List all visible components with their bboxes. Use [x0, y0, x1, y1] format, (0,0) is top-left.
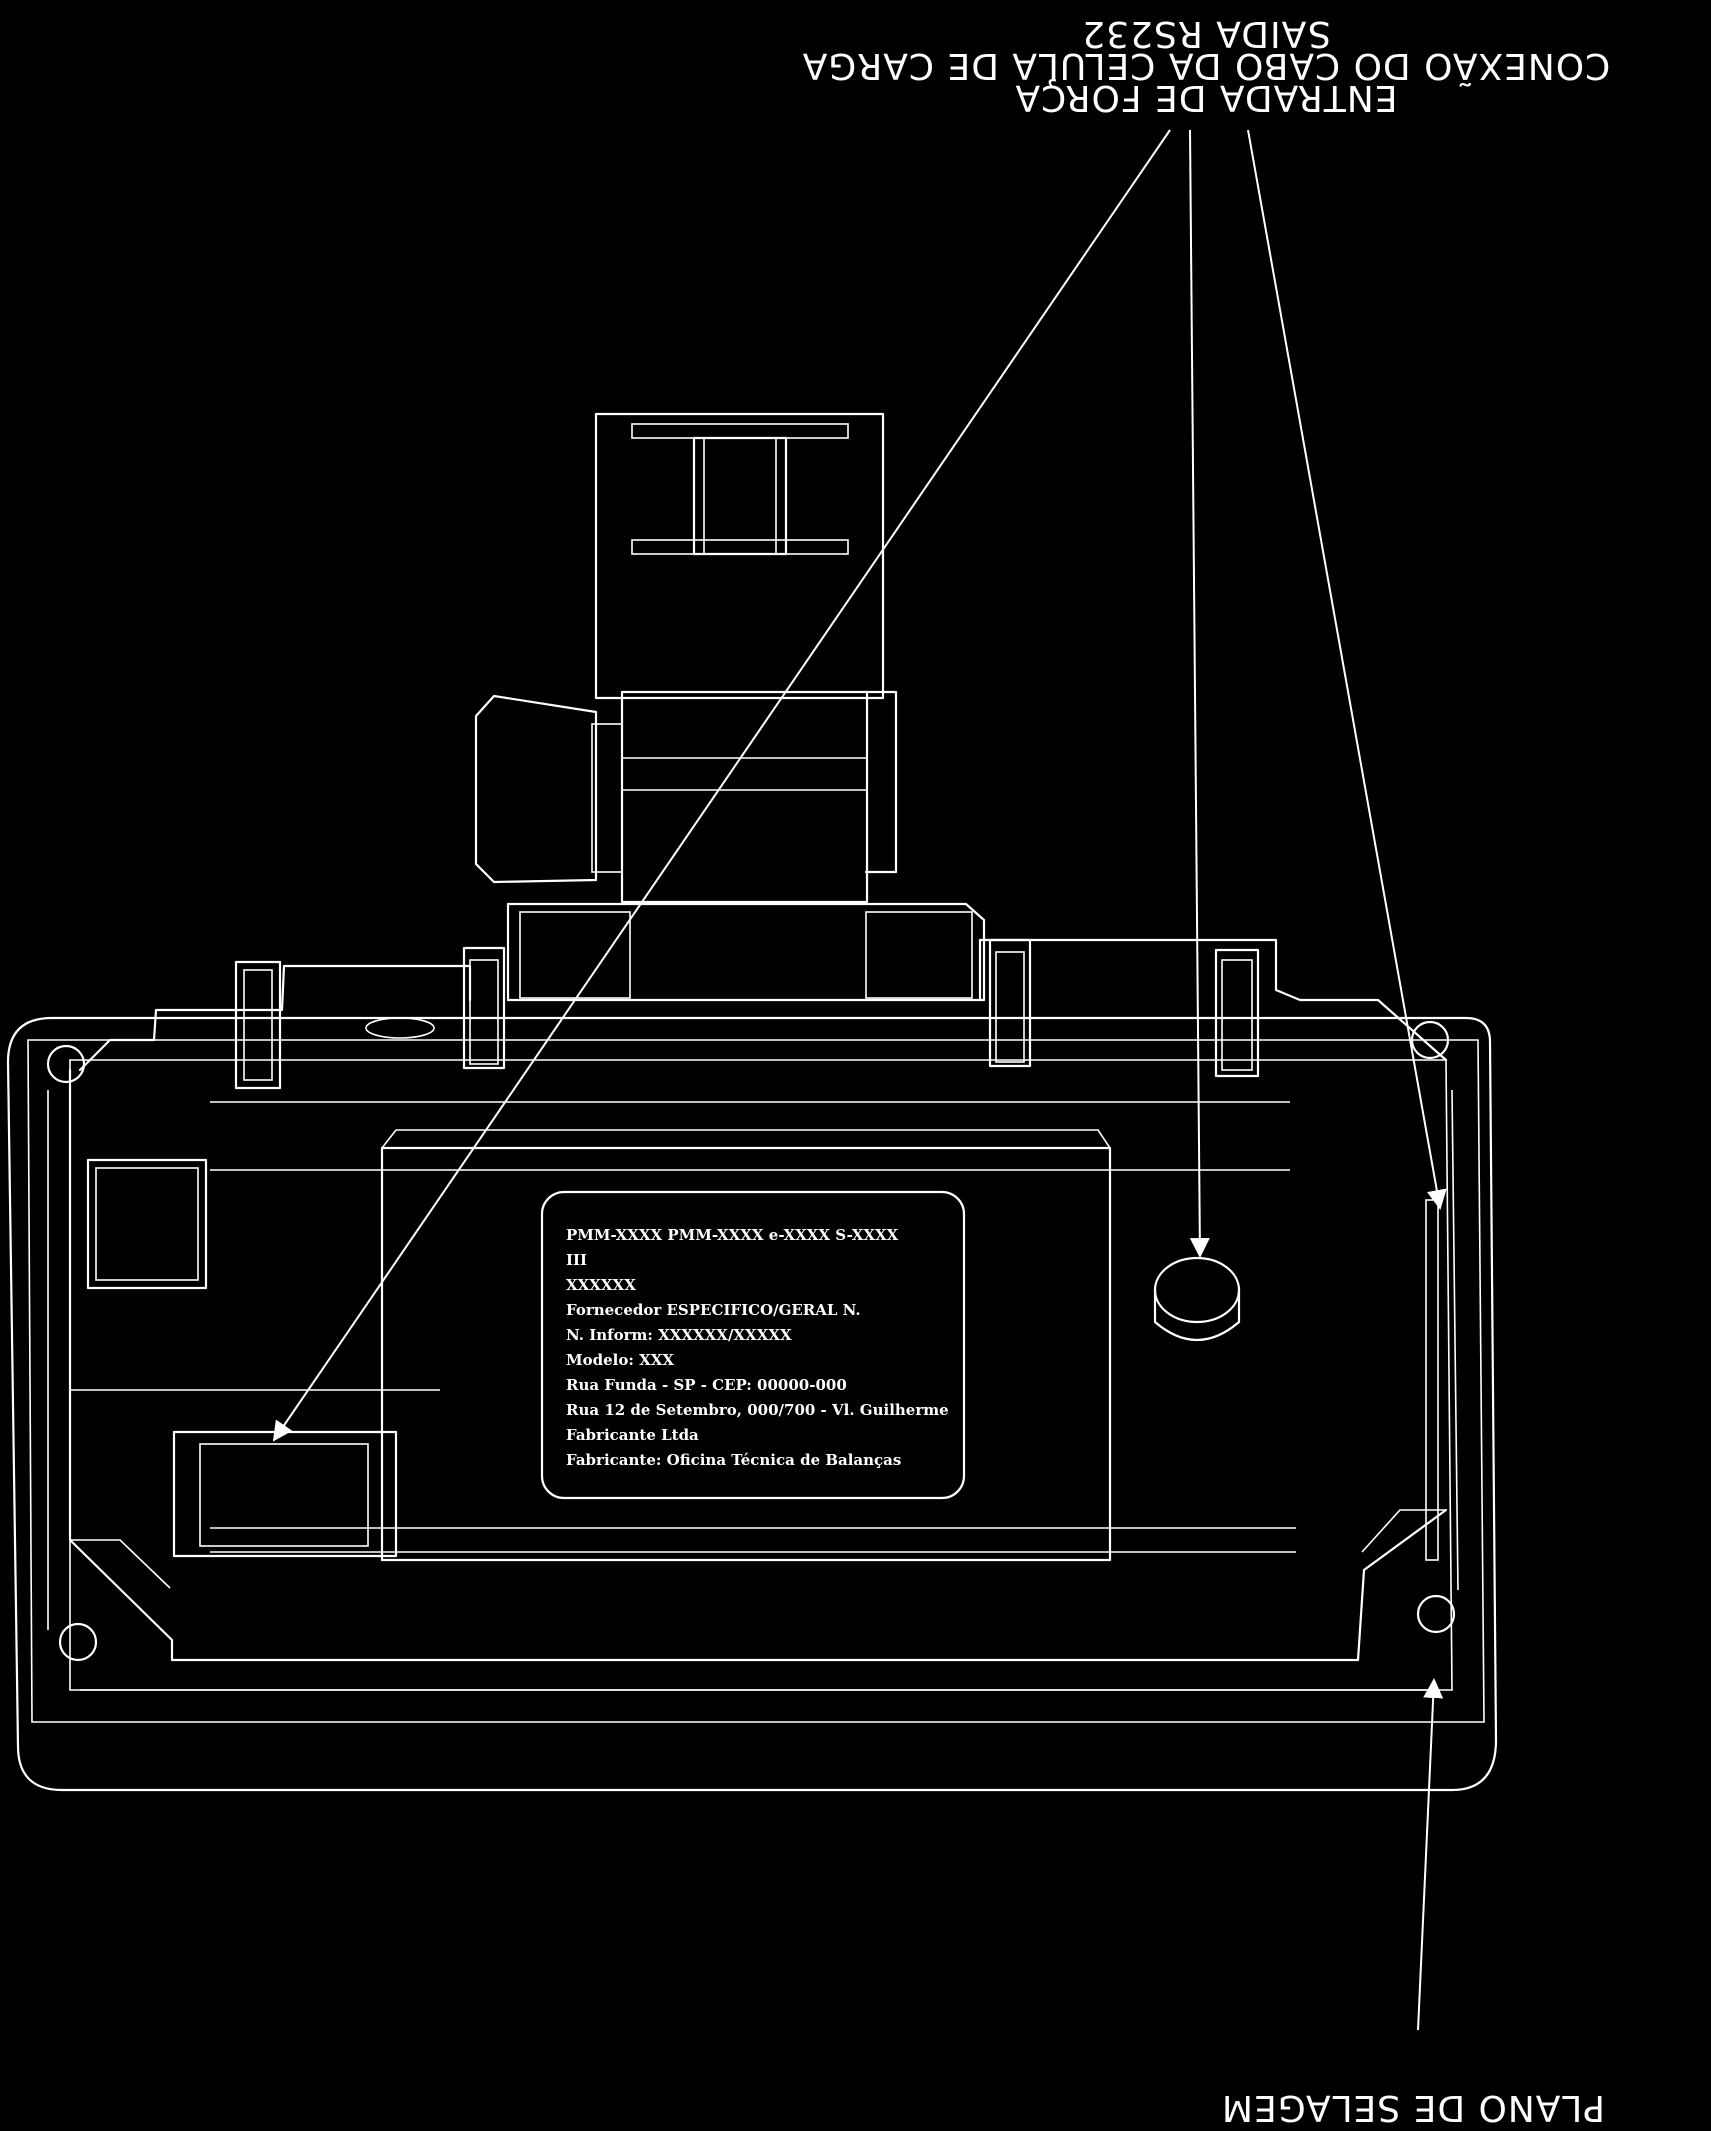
plate-line: XXXXXX	[566, 1276, 636, 1294]
callout-load-cell: CONEXÃO DO CABO DA CELULA DE CARGA	[802, 45, 1611, 87]
indicator-housing	[6, 938, 1498, 1792]
callout-power: ENTRADA DE FORÇA	[1015, 77, 1398, 118]
identification-plate: PMM-XXXX PMM-XXXX e-XXXX S-XXXX III XXXXXX…	[540, 1190, 966, 1500]
plate-text: PMM-XXXX PMM-XXXX e-XXXX S-XXXX III XXXXXX…	[566, 1226, 949, 1469]
plate-line: N. Inform: XXXXXX/XXXXX	[566, 1326, 792, 1344]
leader-load-cell	[1189, 129, 1210, 1258]
plate-line: Fabricante: Oficina Técnica de Balanças	[566, 1451, 901, 1469]
leader-power	[1247, 129, 1447, 1210]
callout-labels: SAIDA RS232 CONEXÃO DO CABO DA CELULA DE…	[802, 13, 1611, 2128]
plate-line: Modelo: XXX	[566, 1351, 674, 1369]
plate-line: Rua Funda - SP - CEP: 00000-000	[566, 1376, 847, 1394]
leader-rs232	[272, 129, 1171, 1442]
plate-line: Rua 12 de Setembro, 000/700 - Vl. Guilhe…	[566, 1401, 949, 1419]
leader-lines	[272, 129, 1447, 2031]
callout-rs232: SAIDA RS232	[1081, 13, 1331, 54]
plate-line: Fabricante Ltda	[566, 1426, 699, 1444]
plate-line: III	[566, 1251, 587, 1269]
plate-line: PMM-XXXX PMM-XXXX e-XXXX S-XXXX	[566, 1226, 899, 1244]
bracket-assembly	[474, 412, 986, 1002]
leader-sealing	[1417, 1678, 1444, 2031]
callout-sealing: PLANO DE SELAGEM	[1221, 2087, 1605, 2128]
plate-line: Fornecedor ESPECIFICO/GERAL N.	[566, 1301, 861, 1319]
